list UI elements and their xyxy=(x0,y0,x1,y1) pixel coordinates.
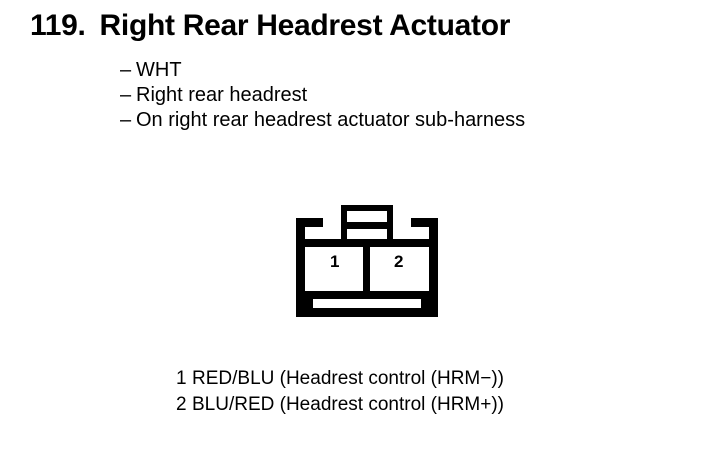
dash-icon: – xyxy=(120,59,132,81)
descriptor-item: – WHT xyxy=(120,58,525,83)
connector-outline-icon xyxy=(296,205,438,317)
connector-diagram: 1 2 xyxy=(296,205,438,317)
pin-legend: 1 RED/BLU (Headrest control (HRM−)) 2 BL… xyxy=(176,366,504,418)
dash-icon: – xyxy=(120,84,132,106)
pin-number-1: 1 xyxy=(330,252,340,271)
descriptor-text: On right rear headrest actuator sub-harn… xyxy=(136,109,526,131)
descriptor-item: – On right rear headrest actuator sub-ha… xyxy=(120,108,525,133)
descriptor-text: Right rear headrest xyxy=(136,84,308,106)
legend-row: 1 RED/BLU (Headrest control (HRM−)) xyxy=(176,366,504,392)
legend-pin-description: RED/BLU (Headrest control (HRM−)) xyxy=(192,368,504,389)
descriptor-list: – WHT – Right rear headrest – On right r… xyxy=(120,58,525,133)
pin-number-2: 2 xyxy=(394,252,404,271)
page-title-text: Right Rear Headrest Actuator xyxy=(99,9,511,42)
dash-icon: – xyxy=(120,109,132,131)
page-title: 119. Right Rear Headrest Actuator xyxy=(30,9,510,43)
descriptor-text: WHT xyxy=(136,59,182,81)
legend-pin-number: 1 xyxy=(176,368,187,389)
legend-pin-number: 2 xyxy=(176,394,187,415)
page-title-number: 119. xyxy=(30,9,86,42)
legend-pin-description: BLU/RED (Headrest control (HRM+)) xyxy=(192,394,504,415)
legend-row: 2 BLU/RED (Headrest control (HRM+)) xyxy=(176,392,504,418)
descriptor-item: – Right rear headrest xyxy=(120,83,525,108)
